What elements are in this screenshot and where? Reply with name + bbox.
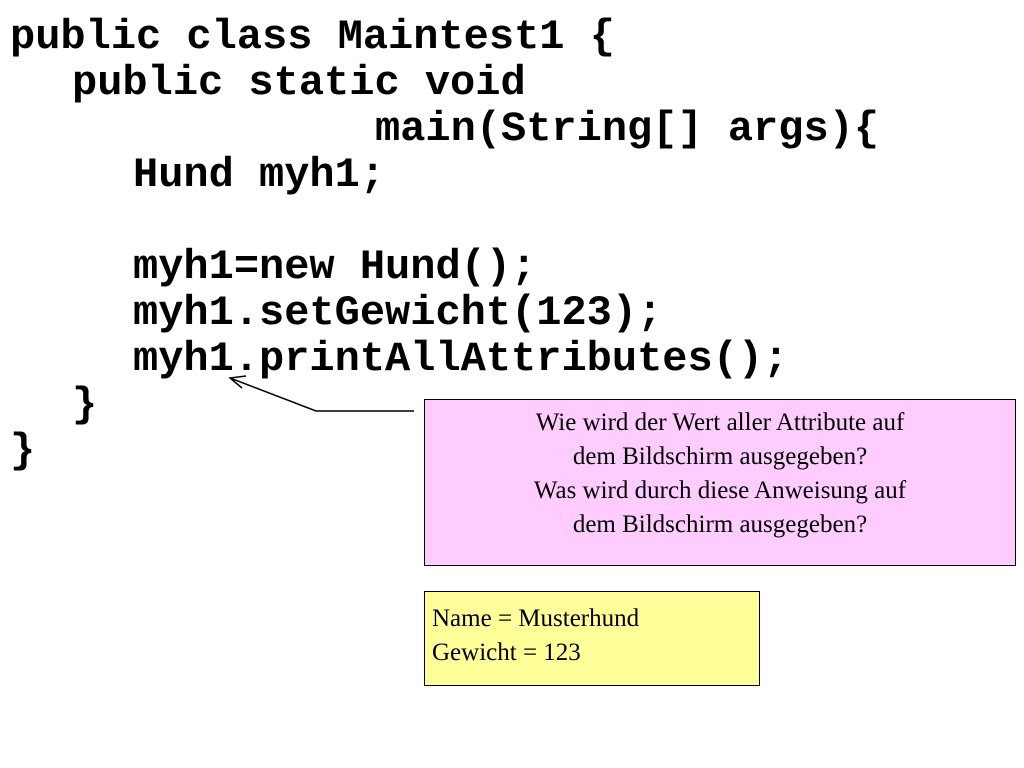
callout-line: dem Bildschirm ausgegeben? <box>572 511 868 538</box>
question-callout: Wie wird der Wert aller Attribute auf de… <box>424 399 1016 566</box>
output-line-weight: Gewicht = 123 <box>432 639 581 666</box>
console-output-box: Name = Musterhund Gewicht = 123 <box>424 591 760 686</box>
code-line-print-attributes: myh1.printAllAttributes(); <box>133 335 789 383</box>
code-line-class-declaration: public class Maintest1 { <box>10 13 615 61</box>
code-line-set-weight: myh1.setGewicht(123); <box>133 289 663 337</box>
code-line-method-params: main(String[] args){ <box>375 105 880 153</box>
code-line-close-class: } <box>10 427 36 475</box>
callout-line: Wie wird der Wert aller Attribute auf <box>535 409 905 436</box>
code-line-instantiate: myh1=new Hund(); <box>133 243 537 291</box>
code-line-declare-variable: Hund myh1; <box>133 151 386 199</box>
code-line-method-signature: public static void <box>72 59 526 107</box>
code-line-close-method: } <box>72 381 98 429</box>
output-line-name: Name = Musterhund <box>432 605 640 632</box>
callout-line: Was wird durch diese Anweisung auf <box>533 477 907 504</box>
callout-line: dem Bildschirm ausgegeben? <box>572 443 868 470</box>
